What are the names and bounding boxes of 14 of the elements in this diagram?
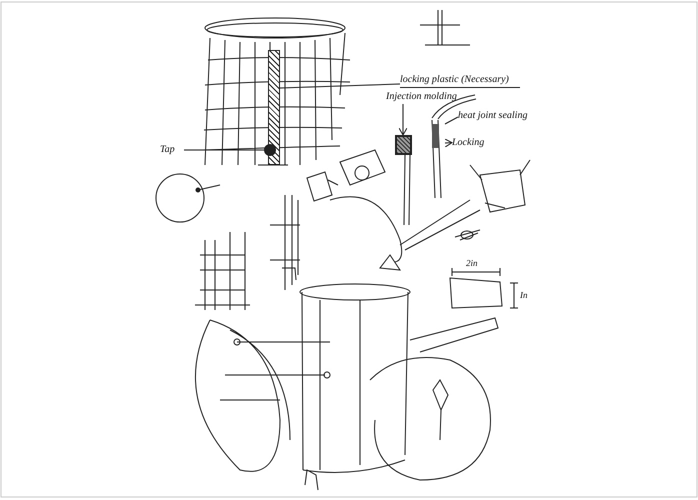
locking-strip [268, 50, 280, 165]
annotation-text: heat joint sealing [458, 110, 538, 123]
annotation-text: Injection molding [386, 91, 461, 104]
tap-knob [264, 144, 276, 156]
arrow [444, 138, 452, 148]
arrow [398, 104, 408, 136]
annotation-text: Locking [452, 137, 492, 150]
dimension-label: 2in [466, 258, 478, 268]
annotation-text: Tap [160, 144, 184, 157]
dimension-label: In [520, 290, 528, 300]
mold-block [395, 135, 412, 155]
leader-line [444, 116, 458, 124]
leader-line [280, 84, 400, 88]
annotation-text: locking plastic (Necessary) [400, 74, 520, 88]
